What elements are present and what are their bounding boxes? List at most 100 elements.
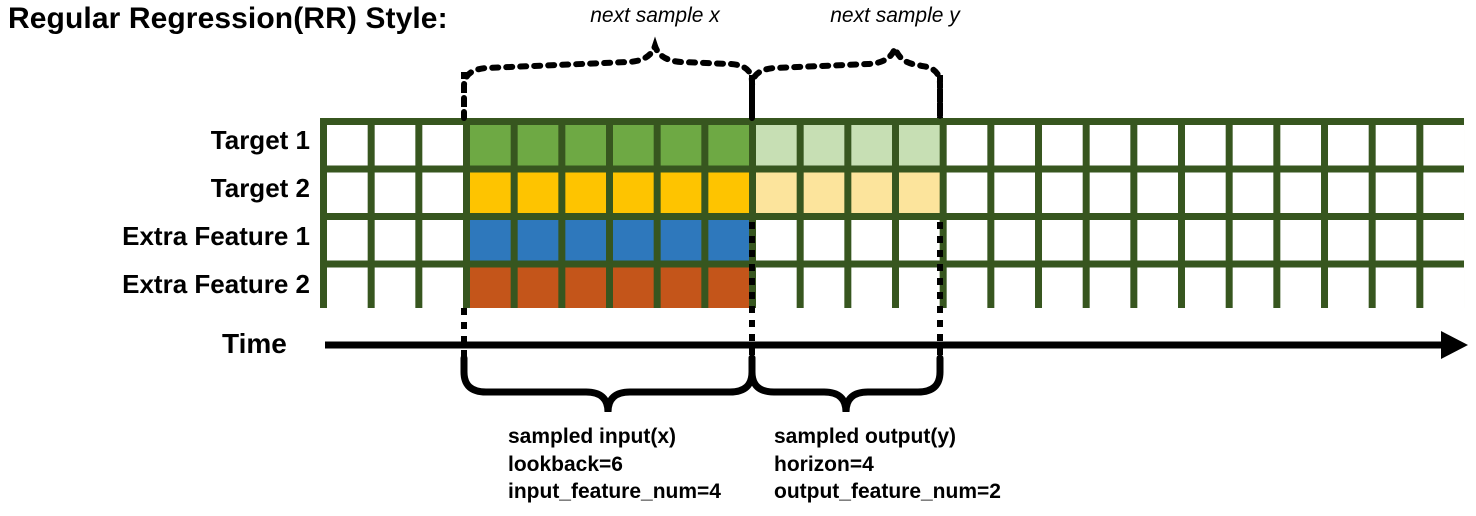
sampled-output-caption-line-2: horizon=4: [774, 452, 874, 476]
grid-cell: [1232, 220, 1274, 261]
grid-cell: [994, 172, 1036, 213]
grid-cell: [1137, 125, 1179, 166]
grid-cell: [756, 220, 797, 261]
grid-cell: [422, 267, 463, 308]
grid-cell: [422, 125, 463, 166]
grid-cell: [994, 267, 1036, 308]
grid-cell: [517, 220, 559, 261]
grid-cell: [851, 172, 893, 213]
grid-cell: [946, 267, 988, 308]
grid-cell: [1375, 220, 1417, 261]
grid-cell: [756, 172, 797, 213]
grid-cell: [374, 267, 416, 308]
grid-cell: [565, 267, 607, 308]
grid-cell: [756, 267, 797, 308]
grid-cell: [613, 267, 654, 308]
grid-cell: [327, 172, 368, 213]
grid-cell: [1375, 172, 1417, 213]
grid-cell: [1185, 125, 1226, 166]
grid-cell: [327, 220, 368, 261]
grid-cell: [1185, 172, 1226, 213]
grid-cell: [756, 125, 797, 166]
sampled-input-caption-line-1: sampled input(x): [508, 425, 677, 448]
grid-cell: [660, 267, 702, 308]
grid-cell: [327, 125, 368, 166]
grid-cell: [1042, 220, 1083, 261]
grid-cell: [899, 220, 940, 261]
grid-cell: [517, 172, 559, 213]
grid-cell: [851, 125, 893, 166]
grid-cell: [708, 267, 750, 308]
grid-cell: [374, 125, 416, 166]
grid-cell: [660, 220, 702, 261]
grid-cell: [1328, 220, 1369, 261]
grid-cell: [803, 267, 845, 308]
grid-cell: [946, 172, 988, 213]
grid-cell: [1280, 267, 1322, 308]
sampled-input-caption: sampled input(x) lookback=6 input_featur…: [508, 423, 721, 506]
grid-cell: [851, 220, 893, 261]
grid-cell: [470, 220, 511, 261]
grid-cell: [1328, 125, 1369, 166]
grid-cell: [708, 125, 750, 166]
grid-cell: [1423, 220, 1465, 261]
grid-cell: [1232, 267, 1274, 308]
grid-cell: [327, 267, 368, 308]
grid-cell: [946, 125, 988, 166]
next-sample-x-label: next sample x: [590, 4, 720, 27]
time-axis-label: Time: [222, 328, 287, 359]
grid-cell: [374, 172, 416, 213]
grid-cell: [1089, 125, 1131, 166]
sampled-output-caption-line-1: sampled output(y): [774, 425, 956, 448]
row-label-extra-feature-1: Extra Feature 1: [122, 221, 310, 251]
grid-cell: [1185, 220, 1226, 261]
grid-cell: [1089, 267, 1131, 308]
grid-cell: [1375, 125, 1417, 166]
grid-cell: [565, 220, 607, 261]
bottom-leader-lines: [461, 222, 943, 362]
grid-cell: [517, 267, 559, 308]
sampled-input-caption-line-2: lookback=6: [508, 452, 623, 476]
grid-cell: [899, 267, 940, 308]
row-label-target-2: Target 2: [210, 173, 310, 203]
grid-cell: [470, 267, 511, 308]
grid-cell: [899, 125, 940, 166]
grid-cell: [1042, 125, 1083, 166]
grid-cell: [803, 220, 845, 261]
grid-cell: [708, 172, 750, 213]
grid-cell: [994, 220, 1036, 261]
grid-cell: [1280, 125, 1322, 166]
grid-cell: [851, 267, 893, 308]
grid-cell: [994, 125, 1036, 166]
grid-cell: [1042, 267, 1083, 308]
page-title: Regular Regression(RR) Style:: [8, 2, 448, 35]
grid-cell: [1042, 172, 1083, 213]
grid-cell: [517, 125, 559, 166]
top-leader-lines: [461, 72, 943, 118]
grid-cell: [613, 172, 654, 213]
grid-cell: [660, 172, 702, 213]
sampled-output-caption-line-3: output_feature_num=2: [774, 480, 1001, 504]
grid-cell: [1423, 267, 1465, 308]
grid-cell: [1423, 125, 1465, 166]
grid-cell: [422, 220, 463, 261]
next-sample-y-label: next sample y: [830, 4, 960, 27]
time-axis-arrow: [325, 331, 1468, 359]
grid-cell: [899, 172, 940, 213]
sampled-input-brace: [460, 354, 756, 413]
sampled-output-caption: sampled output(y) horizon=4 output_featu…: [774, 423, 1001, 506]
grid-cell: [1089, 172, 1131, 213]
grid-cell: [1423, 172, 1465, 213]
grid-cell: [1089, 220, 1131, 261]
row-label-extra-feature-2: Extra Feature 2: [122, 269, 310, 299]
grid-cell: [613, 125, 654, 166]
grid-cell: [565, 125, 607, 166]
grid-cell: [1232, 125, 1274, 166]
grid-cell: [613, 220, 654, 261]
grid-cell: [1137, 220, 1179, 261]
grid-cell: [1375, 267, 1417, 308]
grid-cell: [1137, 172, 1179, 213]
